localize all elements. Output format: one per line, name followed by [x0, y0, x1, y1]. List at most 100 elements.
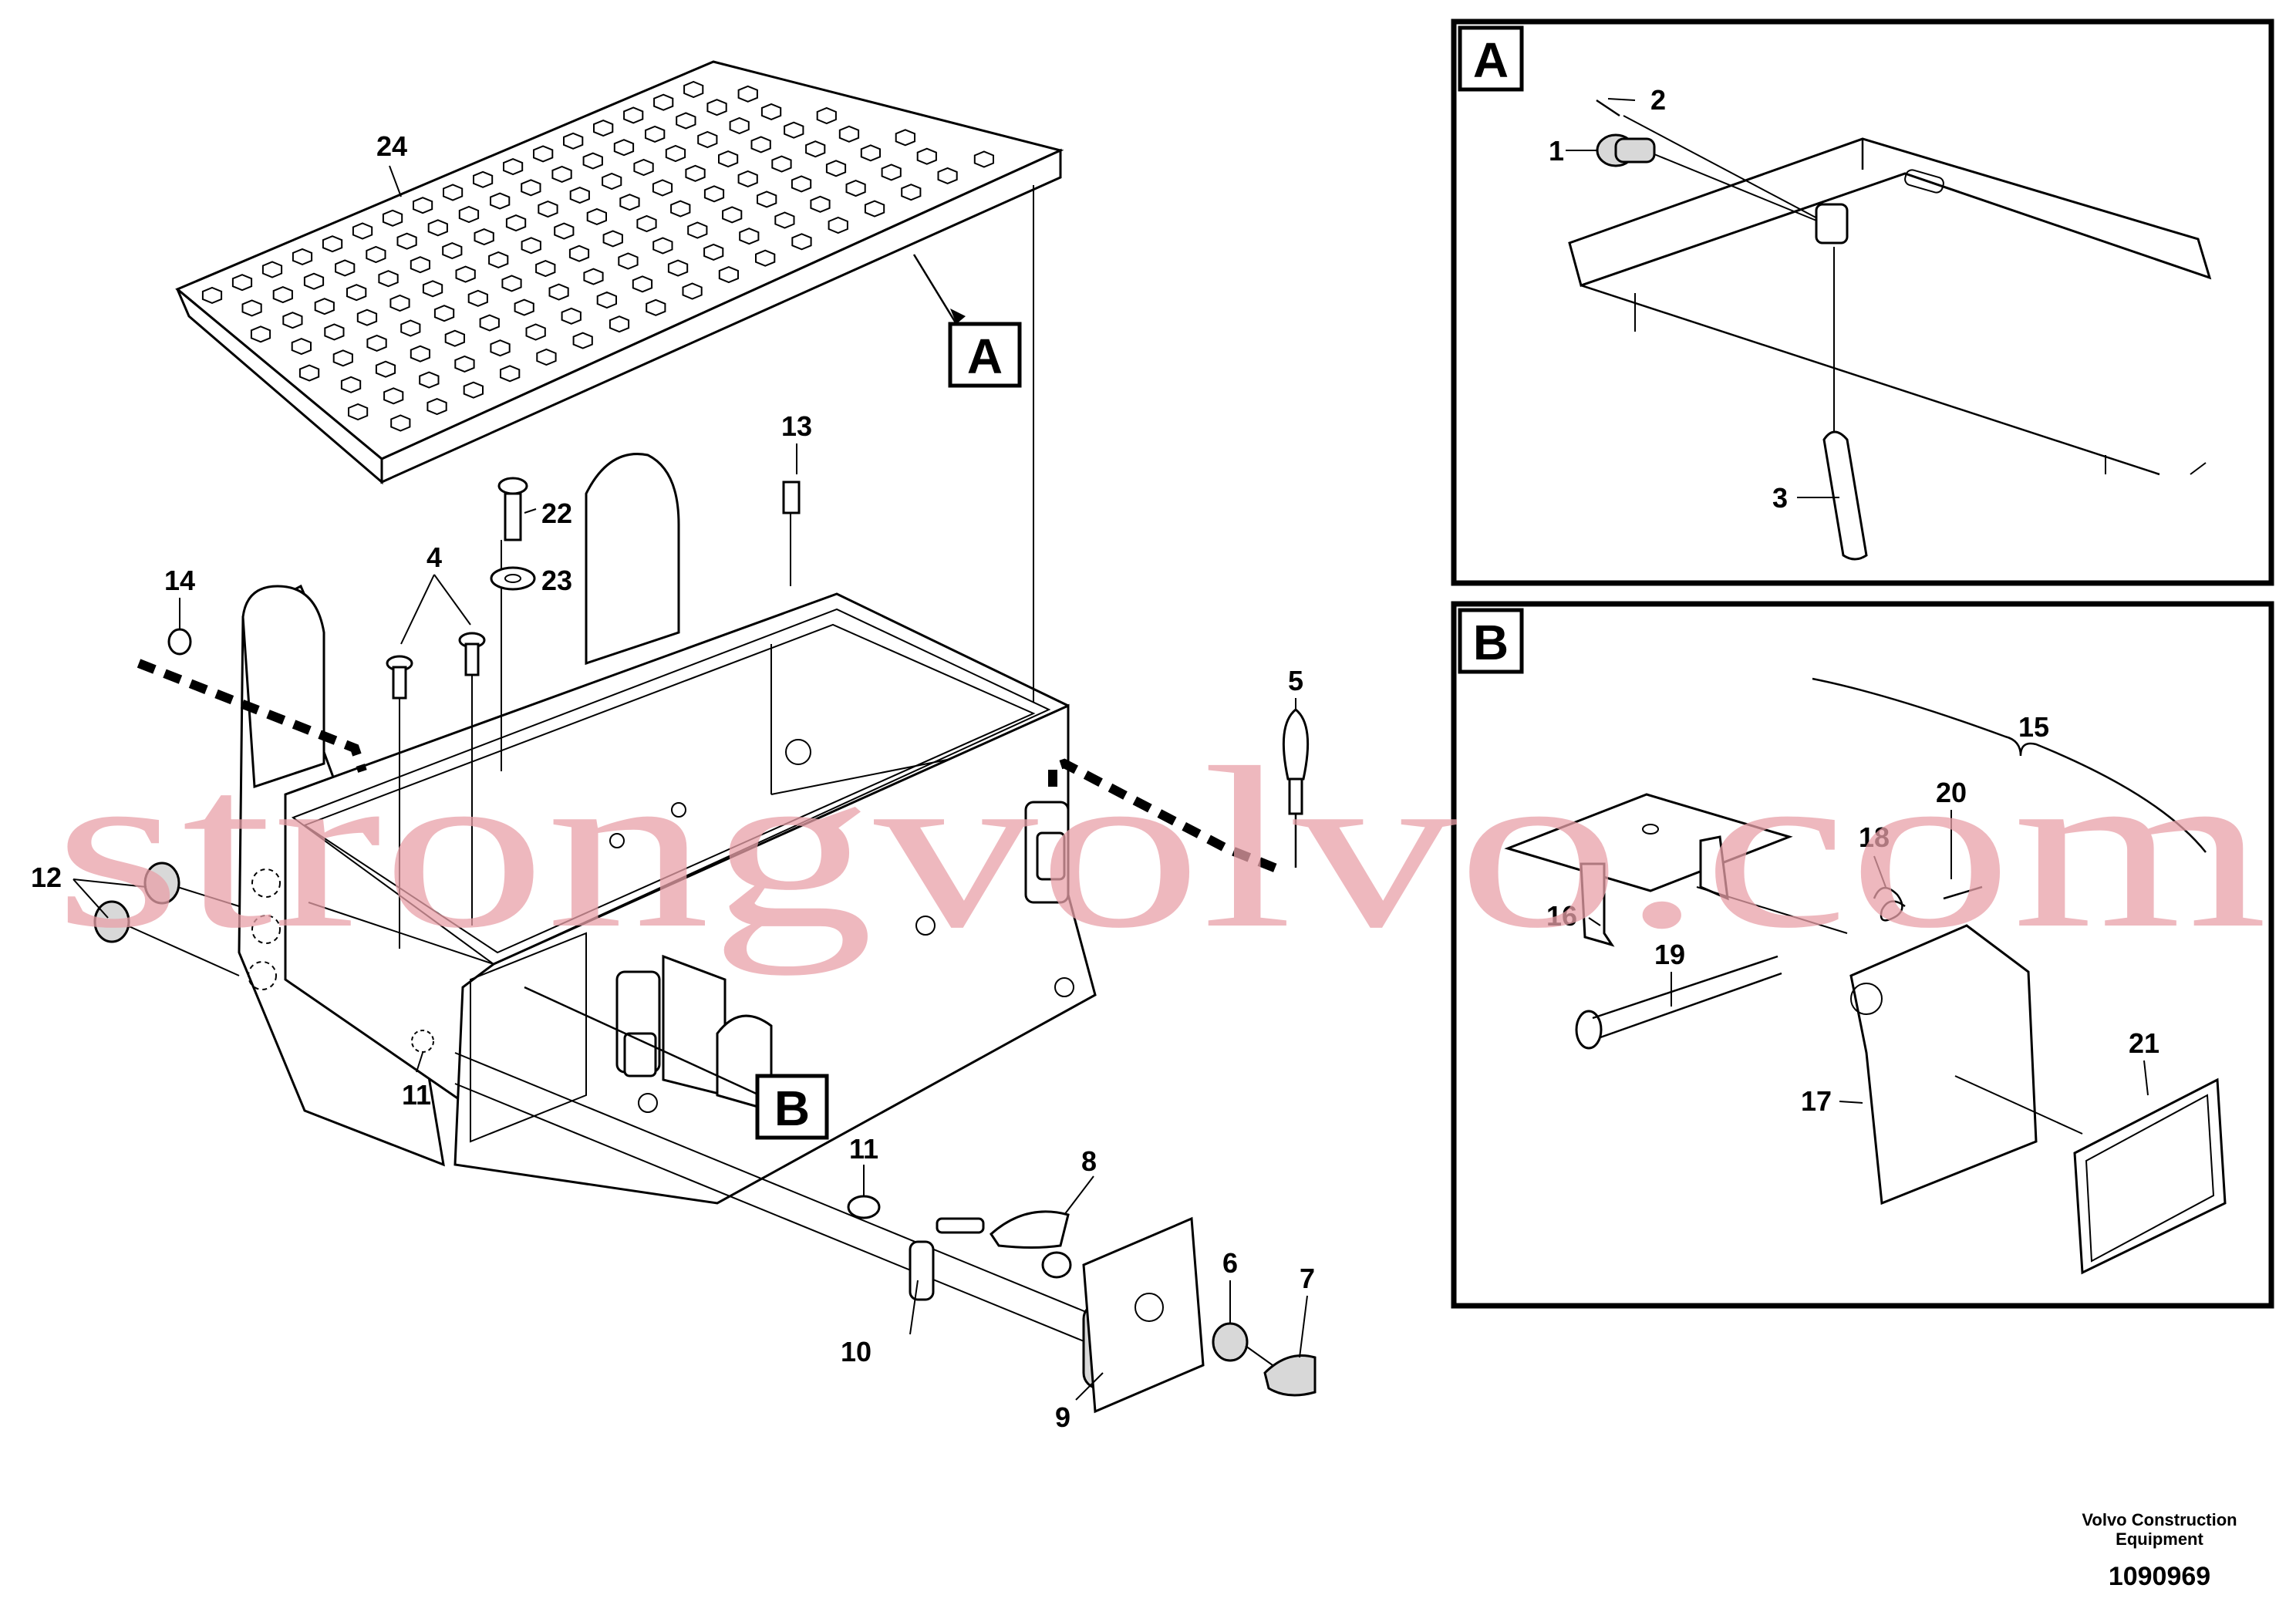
plate-hole — [596, 291, 617, 309]
plate-hole — [602, 230, 623, 248]
callout-17: 17 — [1801, 1085, 1832, 1117]
ref-box-a: A — [948, 322, 1022, 388]
plate-hole — [916, 147, 937, 165]
plate-hole — [895, 129, 915, 147]
plate-hole — [291, 338, 312, 356]
plate-hole — [433, 305, 455, 322]
plate-hole — [250, 325, 271, 343]
plate-hole — [426, 398, 447, 416]
washer-14 — [167, 628, 192, 656]
plate-hole — [706, 99, 727, 116]
plate-hole — [463, 381, 484, 399]
plate-hole — [718, 266, 739, 284]
callout-2: 2 — [1650, 84, 1666, 116]
plate-hole — [937, 167, 958, 184]
callout-8: 8 — [1081, 1145, 1097, 1177]
callout-leaders — [72, 98, 2149, 1401]
plate-hole — [864, 200, 885, 218]
drawing-number: 1090969 — [2109, 1562, 2210, 1591]
plate-hole — [382, 209, 403, 227]
plate-hole — [825, 160, 847, 177]
plate-hole — [422, 280, 443, 298]
plate-hole — [632, 275, 653, 293]
plate-hole — [533, 145, 554, 163]
plate-hole — [685, 164, 706, 182]
main-assembly — [93, 60, 1317, 1414]
plate-hole — [554, 222, 575, 240]
plate-hole — [682, 282, 703, 300]
plate-hole — [613, 139, 635, 157]
plate-hole — [231, 274, 253, 292]
callout-3: 3 — [1772, 482, 1788, 514]
plate-hole — [201, 286, 223, 304]
callout-15: 15 — [2018, 711, 2049, 743]
plate-hole — [805, 140, 826, 158]
plate-hole — [646, 298, 666, 316]
washer-23 — [490, 566, 536, 591]
plate-hole — [348, 403, 369, 421]
plate-hole — [757, 191, 777, 208]
plate-hole — [636, 214, 657, 233]
plate-hole — [687, 221, 708, 239]
plate-hole — [473, 170, 494, 188]
detail-b: B — [1451, 601, 2274, 1309]
plate-hole — [538, 201, 558, 218]
callout-16: 16 — [1546, 900, 1577, 932]
company-name-line2: Equipment — [2116, 1529, 2203, 1549]
plate-hole — [676, 112, 696, 130]
bolt-22 — [497, 477, 528, 541]
plate-hole — [755, 249, 776, 267]
plate-hole — [791, 175, 812, 193]
plate-hole — [444, 329, 465, 347]
plate-hole — [500, 365, 521, 383]
plate-hole — [335, 259, 356, 277]
plate-hole — [791, 233, 812, 251]
plate-hole — [750, 136, 771, 153]
plate-hole — [375, 360, 396, 378]
plate-hole — [292, 248, 313, 265]
plate-hole — [810, 195, 831, 213]
plate-hole — [561, 307, 582, 325]
plate-hole — [346, 284, 367, 302]
plate-hole — [400, 319, 421, 337]
plate-hole — [670, 200, 691, 218]
plate-hole — [521, 179, 541, 197]
callout-22: 22 — [541, 497, 572, 529]
hinge-rod-assembly — [454, 1052, 1317, 1414]
callout-9: 9 — [1055, 1401, 1070, 1433]
plate-hole — [618, 252, 639, 270]
callout-5: 5 — [1288, 665, 1303, 696]
plate-hole — [739, 228, 760, 245]
callout-21: 21 — [2129, 1027, 2159, 1059]
plate-hole — [737, 170, 758, 187]
callout-12: 12 — [31, 862, 62, 893]
plate-hole — [718, 150, 739, 168]
plate-hole — [697, 130, 718, 149]
plate-hole — [722, 206, 743, 224]
plate-hole — [366, 245, 386, 264]
plate-hole — [774, 211, 795, 229]
plate-hole — [563, 132, 584, 150]
callout-7: 7 — [1300, 1263, 1315, 1294]
plate-hole — [535, 260, 556, 278]
callout-19: 19 — [1654, 939, 1685, 970]
plate-hole — [282, 312, 303, 329]
plate-hole — [427, 219, 448, 237]
plate-hole — [419, 371, 440, 389]
callout-11-lower: 11 — [849, 1133, 878, 1165]
callout-4: 4 — [426, 541, 442, 573]
plate-hole — [703, 243, 724, 261]
plate-hole — [303, 272, 325, 290]
plate-hole — [665, 144, 686, 163]
plate-hole — [410, 345, 430, 363]
plate-hole — [490, 192, 511, 210]
plate-hole — [652, 237, 673, 255]
plate-hole — [366, 334, 387, 352]
plate-hole — [488, 251, 509, 268]
plate-hole — [410, 256, 430, 274]
callout-11: 11 — [402, 1079, 431, 1111]
plate-hole — [454, 355, 475, 373]
plate-hole — [261, 261, 283, 278]
plate-hole — [503, 158, 524, 176]
plate-hole — [551, 165, 572, 183]
